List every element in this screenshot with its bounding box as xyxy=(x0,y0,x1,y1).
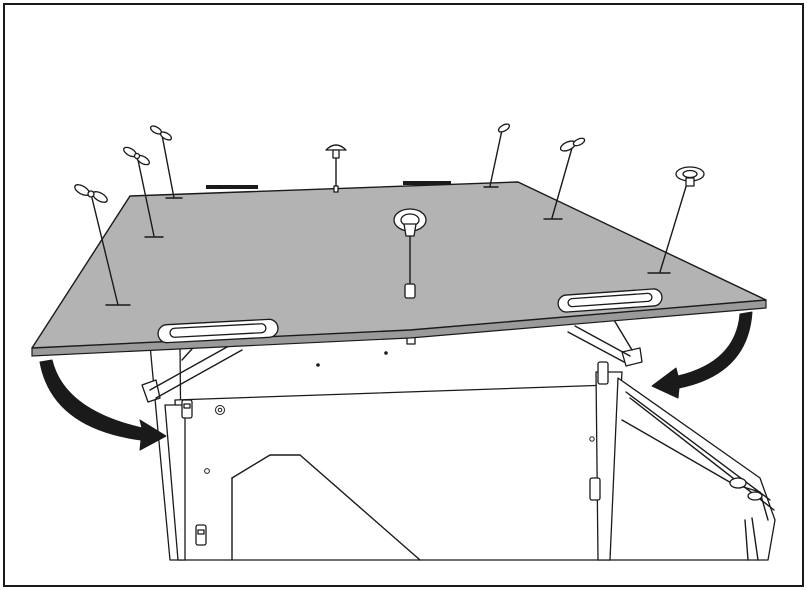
screw-hole xyxy=(204,468,210,474)
hinge-bracket xyxy=(621,347,643,367)
center-pull-ring xyxy=(393,208,427,299)
tether-pin xyxy=(123,146,164,238)
hinge-bracket xyxy=(141,379,161,403)
left-rotate-arrow xyxy=(39,359,167,451)
tether-pin xyxy=(647,166,705,274)
latch-clip xyxy=(181,399,193,419)
right-handle-slot xyxy=(557,288,663,313)
latch-clip xyxy=(195,524,207,546)
back-slot xyxy=(403,181,451,185)
right-rotate-arrow xyxy=(651,311,753,399)
tether-pin xyxy=(149,125,183,199)
tether-pin xyxy=(74,184,131,306)
left-handle-slot xyxy=(157,318,279,344)
top-panel xyxy=(31,123,767,357)
screw-hole xyxy=(589,436,595,442)
screw-hole xyxy=(215,405,225,415)
front-opening-edge xyxy=(231,454,421,561)
latch-clip xyxy=(597,361,609,385)
latch-clip xyxy=(589,477,601,501)
tether-pin xyxy=(543,137,586,220)
tether-pin xyxy=(325,144,347,193)
back-slot xyxy=(206,185,258,189)
lower-frame xyxy=(141,319,776,561)
right-side-panel xyxy=(609,377,776,561)
tether-pin xyxy=(483,123,511,188)
